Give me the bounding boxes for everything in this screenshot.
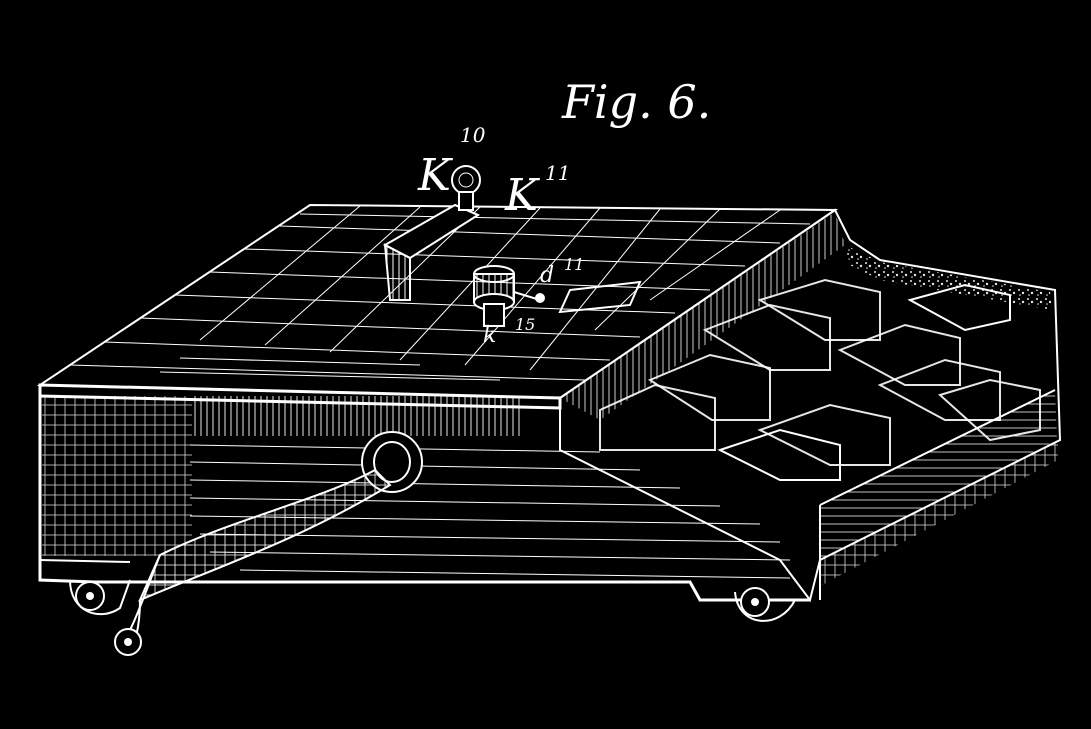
center-knob xyxy=(473,265,642,327)
label-k10-superscript: 10 xyxy=(460,123,486,147)
label-k10-letter: K xyxy=(417,150,453,201)
label-k11-letter: K xyxy=(504,170,540,221)
label-k15: k 15 xyxy=(483,315,535,348)
label-d-letter: d xyxy=(540,263,554,288)
crank-handle xyxy=(114,431,423,656)
right-wheel xyxy=(734,587,796,622)
label-k15-letter: k xyxy=(483,323,496,348)
compartment-cells xyxy=(599,278,1041,481)
label-k10: K 10 xyxy=(417,123,486,201)
front-face xyxy=(38,383,810,602)
label-d-superscript: 11 xyxy=(564,255,584,274)
cutaway-section xyxy=(559,208,1062,603)
label-k11-superscript: 11 xyxy=(545,161,570,185)
figure-title: Fig. 6. xyxy=(561,75,711,129)
label-k15-superscript: 15 xyxy=(515,315,535,334)
top-surface xyxy=(36,203,839,400)
top-handle-bar xyxy=(382,165,481,301)
label-k11: K 11 xyxy=(504,161,570,221)
label-d11: d 11 xyxy=(540,255,584,288)
left-wheel xyxy=(69,579,131,616)
